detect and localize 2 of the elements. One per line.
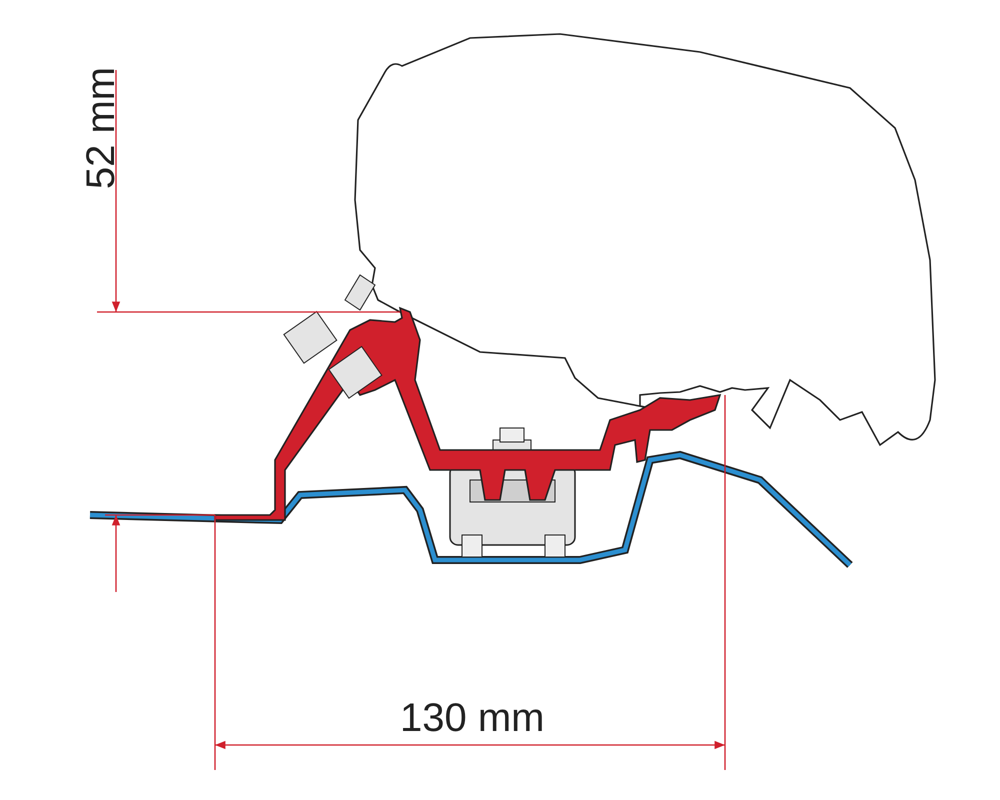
dimension-label: 130 mm bbox=[400, 698, 544, 738]
dimension-label: 52 mm bbox=[81, 66, 122, 190]
